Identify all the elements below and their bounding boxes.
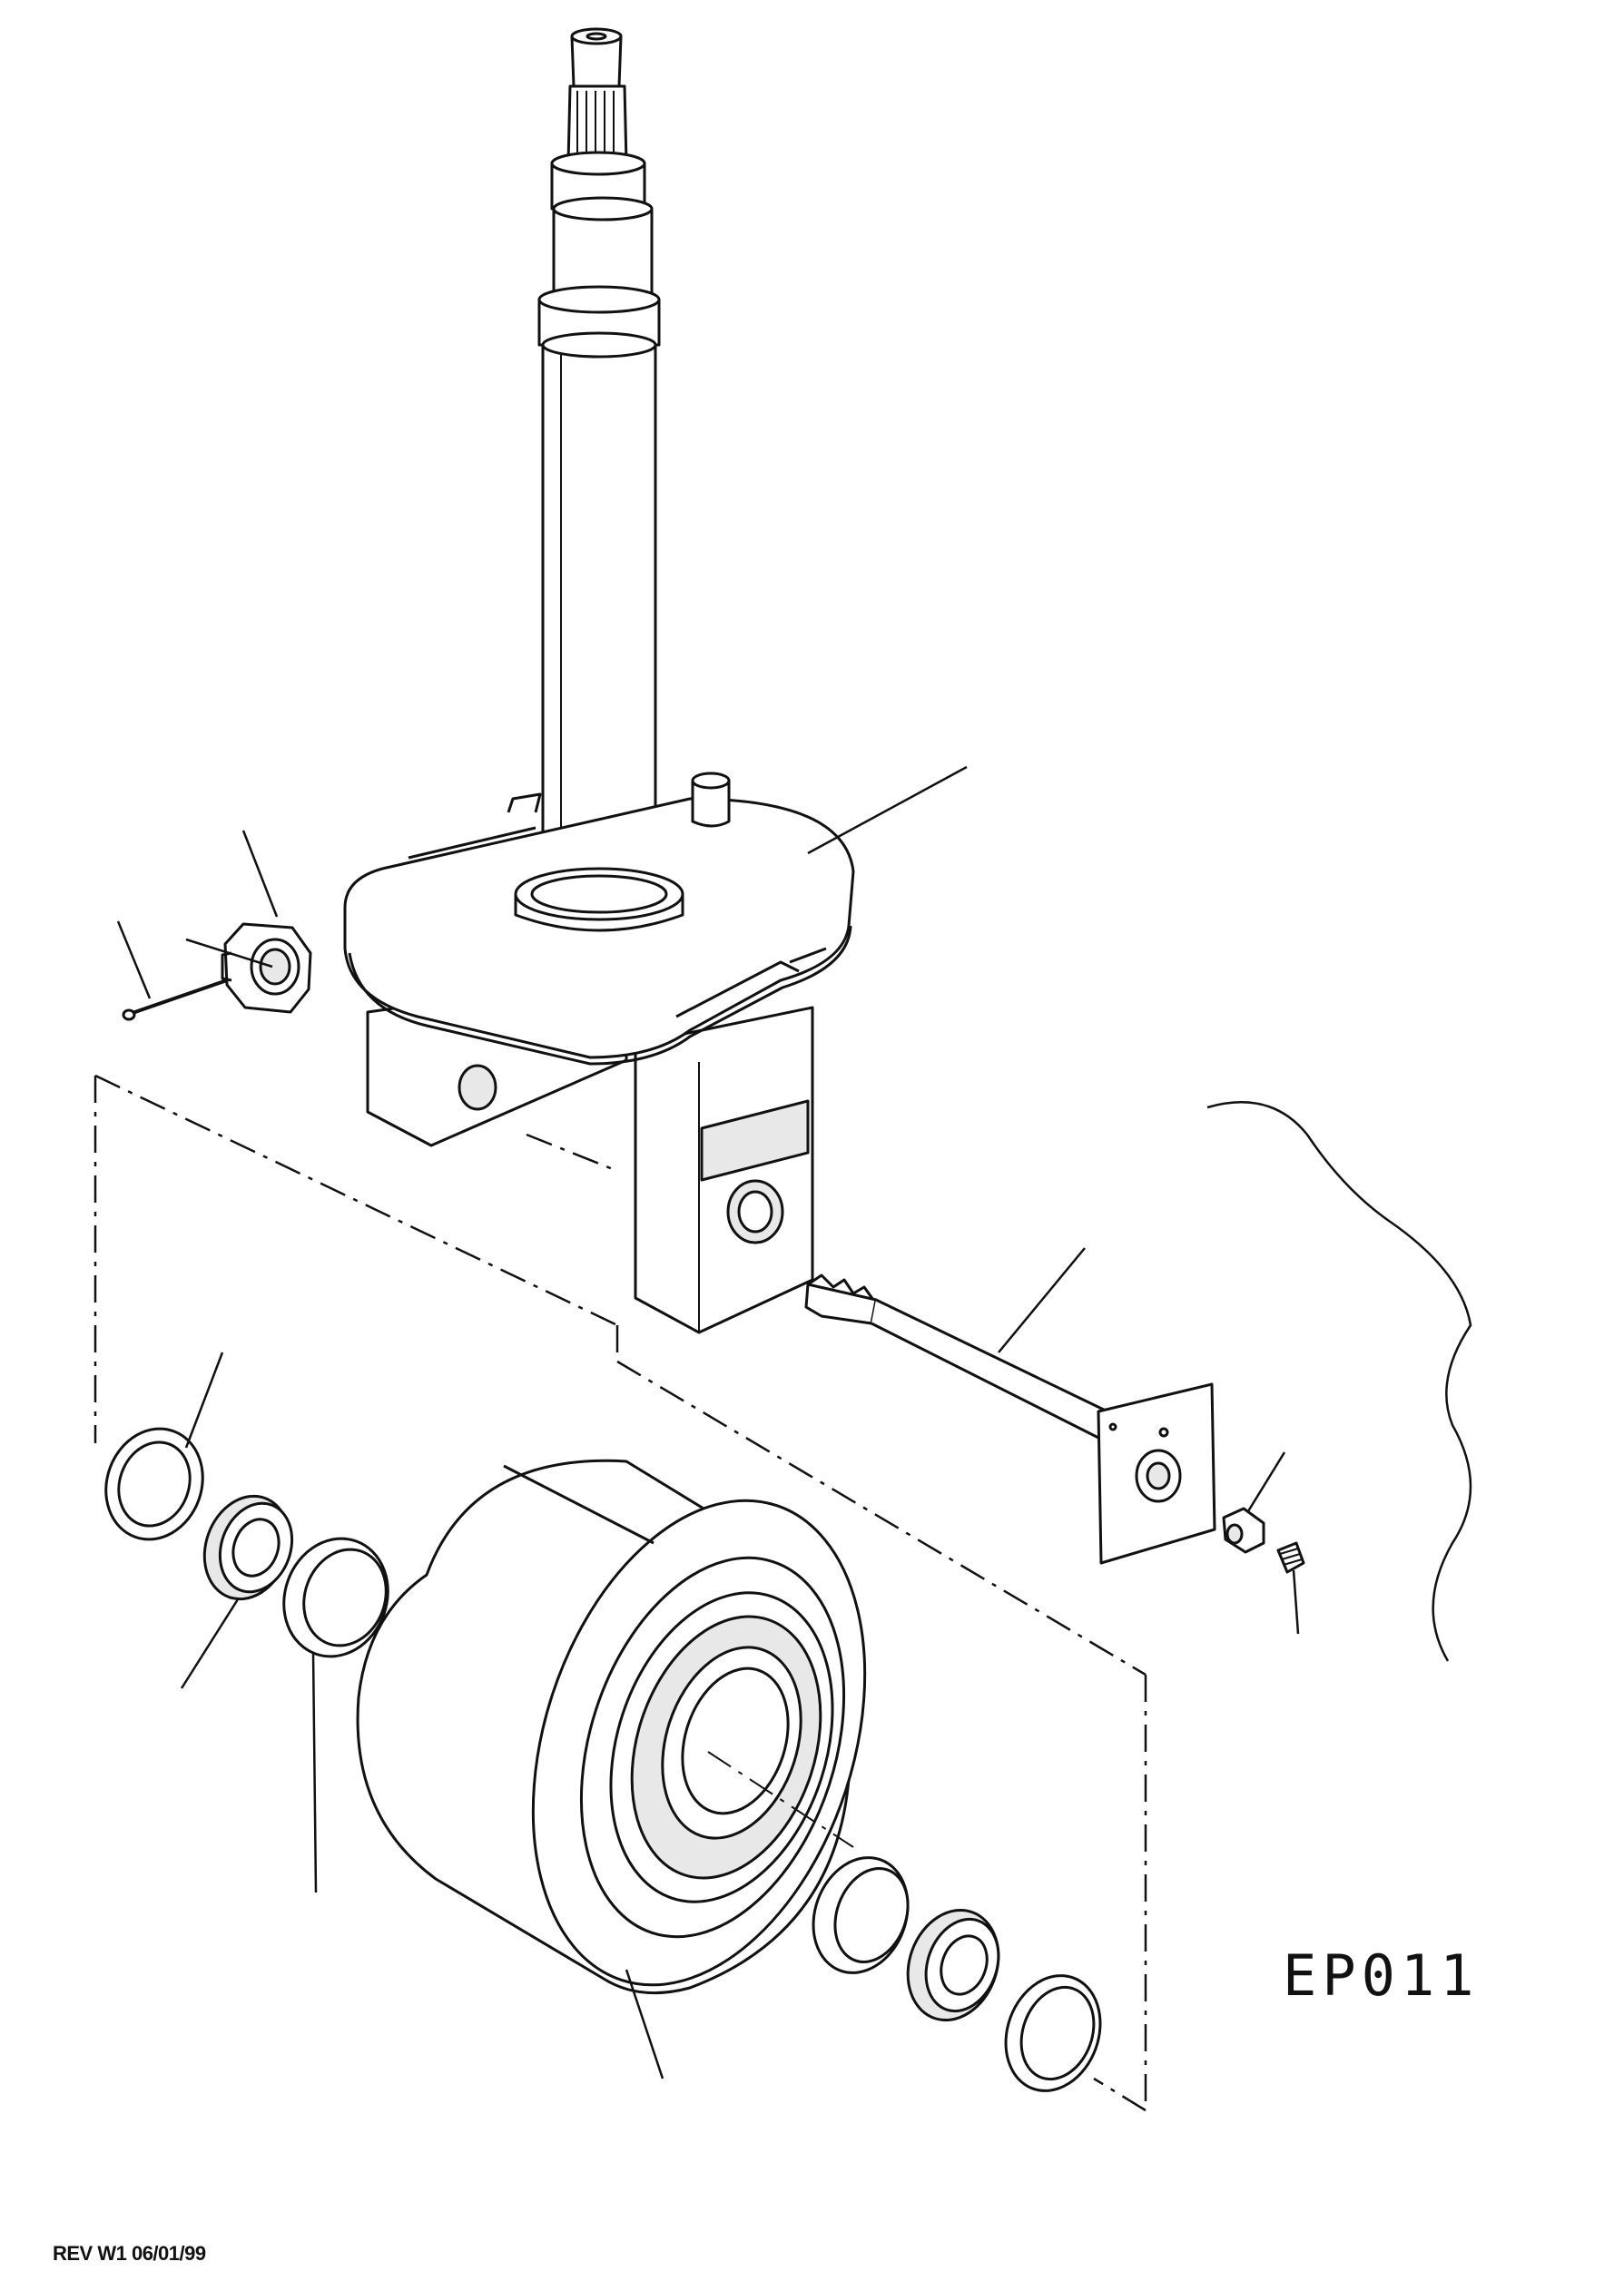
grease-fitting [1222, 1507, 1265, 1554]
bearing-seal-left [104, 1427, 204, 1541]
tapered-bearing-left [202, 1494, 294, 1601]
steering-shaft [532, 27, 666, 896]
tapered-bearing-right [906, 1908, 1000, 2022]
bearing-cup-left [282, 1537, 389, 1658]
leader-lines [116, 765, 1300, 2079]
bearing-cup-right [812, 1856, 910, 1974]
break-line [1206, 1101, 1472, 1662]
axle-pin [804, 1273, 1216, 1565]
bearing-seal-right [1004, 1974, 1102, 2092]
castle-nut [221, 922, 312, 1014]
fork-housing [343, 772, 855, 1334]
revision-label: REV W1 06/01/99 [53, 2242, 206, 2265]
wheel [356, 1459, 867, 1995]
cotter-pin [122, 978, 228, 1021]
drawing-code: EP011 [1283, 1942, 1480, 2009]
set-screw [1276, 1541, 1305, 1574]
assembly-outline [94, 1074, 1147, 2112]
wheel-center-axis [707, 1751, 854, 1848]
